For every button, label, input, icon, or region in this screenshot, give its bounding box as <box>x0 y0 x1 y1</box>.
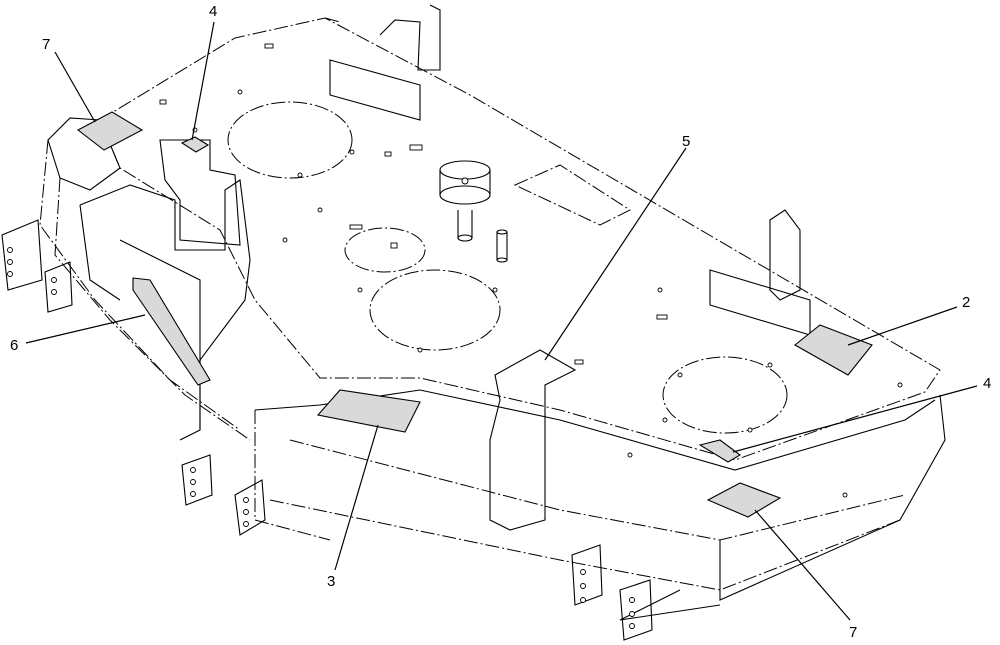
decals <box>76 111 873 518</box>
decal-4-right <box>698 439 741 463</box>
callout-4-top: 4 <box>209 3 217 20</box>
decal-6-side <box>132 277 211 386</box>
blade-openings <box>227 101 788 434</box>
discharge-opening <box>513 164 632 226</box>
callout-7-bottom-right: 7 <box>849 624 857 641</box>
callout-3: 3 <box>327 573 335 590</box>
callout-5: 5 <box>682 133 690 150</box>
callout-7-top-left: 7 <box>42 36 50 53</box>
decal-7-bottom-right <box>706 482 782 518</box>
callout-4-right: 4 <box>983 375 991 392</box>
mounting-brackets <box>1 4 811 641</box>
decal-2-right <box>794 324 873 376</box>
callout-2: 2 <box>962 294 970 311</box>
decal-3-front <box>316 389 421 433</box>
callout-6: 6 <box>10 337 18 354</box>
mounting-holes <box>159 43 903 498</box>
decal-4-top <box>180 136 210 153</box>
front-deck-skirt <box>254 389 946 621</box>
decal-7-top-left <box>76 111 144 151</box>
spindle-pulley <box>439 160 508 263</box>
callout-labels: 7 4 5 2 6 4 3 7 <box>10 3 991 641</box>
leader-lines <box>25 21 978 621</box>
deck-top-plate <box>99 17 941 461</box>
